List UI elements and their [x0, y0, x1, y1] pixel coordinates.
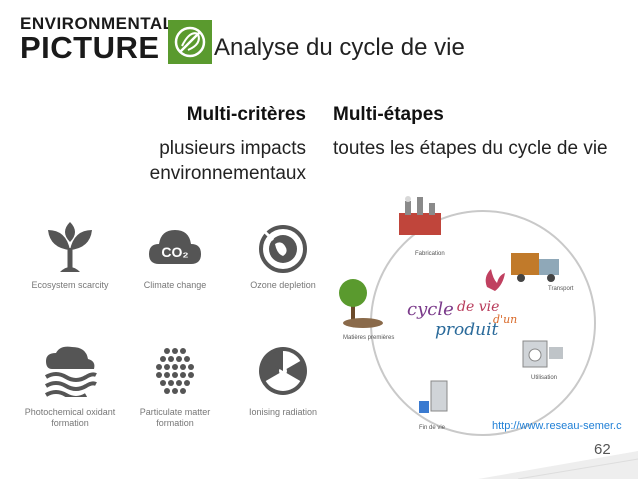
appliance-icon [522, 340, 563, 368]
stage-utilisation: Utilisation [531, 375, 557, 381]
particles-icon [156, 348, 194, 394]
slide-title: Analyse du cycle de vie [214, 34, 465, 61]
impact-label: Ionising radiation [248, 407, 318, 417]
multi-criteria-heading: Multi-critères [186, 104, 306, 125]
factory-icon [399, 196, 441, 235]
cycle-center-line3: d'un [493, 313, 517, 326]
flame-icon [485, 269, 505, 291]
impact-label: Ecosystem scarcity [31, 280, 109, 290]
multi-criteria-text: plusieurs impacts environnementaux [149, 138, 306, 184]
impact-ozone-depletion: Ozone depletion [228, 222, 338, 291]
corner-decoration [478, 451, 638, 479]
impact-climate-change: CO₂ Climate change [120, 222, 230, 291]
truck-icon [511, 253, 559, 282]
radiation-icon [259, 347, 307, 395]
multi-stage-block: Multi-étapes toutes les étapes du cycle … [333, 104, 623, 161]
recycling-bin-icon [419, 380, 448, 413]
impact-ecosystem-scarcity: Ecosystem scarcity [15, 222, 125, 291]
globe-icon [259, 225, 307, 273]
multi-criteria-block: Multi-critères plusieurs impacts environ… [106, 104, 306, 186]
impact-photochemical-oxidant: Photochemical oxidant formation [15, 345, 125, 429]
source-link[interactable]: http://www.reseau-semer.c [492, 420, 622, 432]
logo-text-line2: PICTURE [20, 30, 160, 65]
multi-stage-text: toutes les étapes du cycle de vie [333, 138, 608, 159]
stage-fabrication: Fabrication [415, 251, 445, 257]
co2-badge: CO₂ [161, 244, 188, 260]
sprout-icon [48, 222, 92, 272]
multi-stage-heading: Multi-étapes [333, 104, 444, 125]
impact-particulate-matter: Particulate matter formation [120, 345, 230, 429]
stage-end-of-life: Fin de vie [419, 425, 446, 431]
cycle-center-line2: de vie [457, 299, 499, 315]
cycle-center-line4: produit [435, 320, 499, 340]
impact-label: Particulate matter formation [139, 407, 211, 428]
impact-label: Climate change [143, 280, 207, 290]
life-cycle-diagram: Fabrication Transport Matières premières… [339, 196, 596, 436]
impact-label: Photochemical oxidant formation [24, 407, 116, 428]
environmental-picture-logo: ENVIRONMENTAL PICTURE [20, 14, 212, 66]
impact-label: Ozone depletion [250, 280, 316, 290]
co2-cloud-icon: CO₂ [149, 230, 201, 264]
page-number: 62 [594, 441, 611, 458]
leaf-globe-icon [168, 20, 212, 64]
cycle-center-line1: cycle [407, 299, 454, 320]
impact-ionising-radiation: Ionising radiation [228, 345, 338, 418]
stage-transport: Transport [548, 286, 574, 292]
logo-text-line1: ENVIRONMENTAL [20, 14, 174, 33]
stage-raw-materials: Matières premières [343, 335, 394, 341]
tree-icon [339, 279, 383, 328]
smog-icon [44, 346, 97, 397]
